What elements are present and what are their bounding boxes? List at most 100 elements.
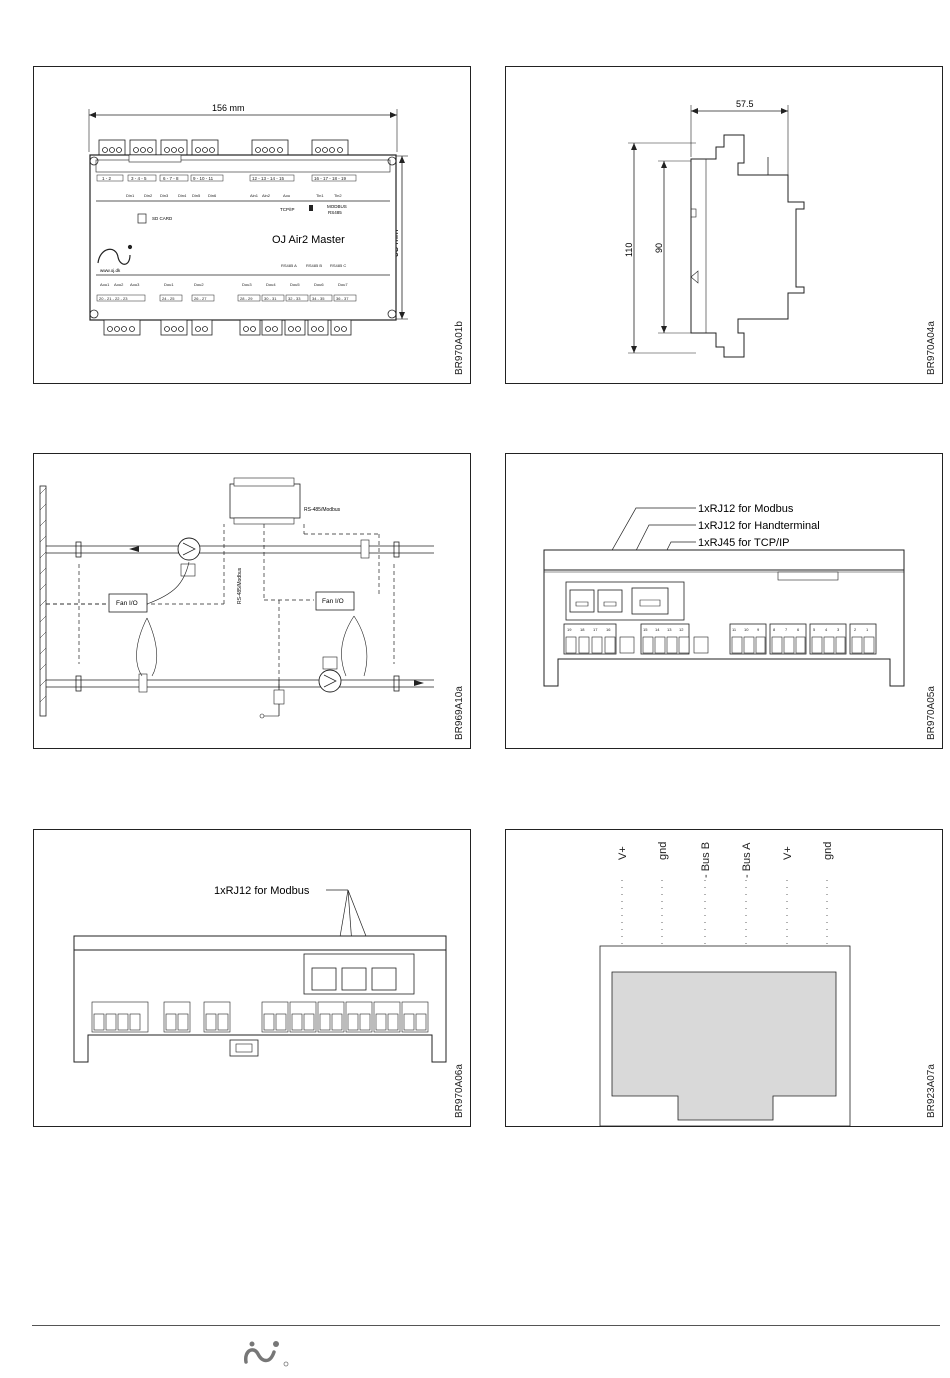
output-aou3: Aou3: [130, 282, 140, 287]
rj45-port-icon[interactable]: [631, 587, 669, 615]
terminal-19: 19: [567, 627, 572, 632]
pin-label-v-plus-1: V+: [617, 846, 629, 860]
terminals-bottom-3: 28 - 29: [240, 296, 253, 301]
terminal-3: 3: [837, 627, 840, 632]
panel-system-diagram: RS-485/Modbus Fan I/O Fan I/O RS-485/Mod…: [33, 453, 471, 749]
system-diagram-drawing: RS-485/Modbus Fan I/O Fan I/O RS-485/Mod…: [39, 477, 434, 719]
input-tin2: Tin2: [334, 193, 342, 198]
panel-bottom-ports: 1xRJ12 for Modbus 1xRJ12 for Handtermina…: [505, 453, 943, 749]
rj12-port-icon[interactable]: [311, 967, 337, 991]
panel-front-view: 156 mm 93 mm 1 - 2: [33, 66, 471, 384]
input-ain1: Ain1: [250, 193, 259, 198]
callout-tcpip: 1xRJ45 for TCP/IP: [698, 537, 790, 549]
terminal-15: 15: [643, 627, 648, 632]
terminal-6: 6: [797, 627, 800, 632]
bus-label-top: RS-485/Modbus: [304, 507, 341, 513]
pinout-drawing: V+ gnd - Bus B - Bus A V+ gnd: [599, 842, 851, 1126]
terminal-4: 4: [825, 627, 828, 632]
input-din2: Din2: [144, 193, 153, 198]
terminals-bottom-6: 34 - 35: [312, 296, 325, 301]
rs485-b-label: RS485 B: [306, 263, 322, 268]
device-body: [89, 154, 397, 321]
terminal-12: 12: [679, 627, 684, 632]
terminals-bottom-7: 36 - 37: [336, 296, 349, 301]
terminal-18: 18: [580, 627, 585, 632]
panel-rj12-pinout: V+ gnd - Bus B - Bus A V+ gnd BR923A07a: [505, 829, 943, 1127]
callout-modbus: 1xRJ12 for Modbus: [698, 503, 794, 515]
output-dou2: Dou2: [194, 282, 204, 287]
fan-label-1: Fan I/O: [116, 600, 138, 607]
bottom-connectors: [103, 319, 352, 336]
rj12-port-icon[interactable]: [569, 589, 595, 613]
modbus-label: MODBUS: [327, 204, 347, 209]
output-dou6: Dou6: [314, 282, 324, 287]
terminals-top-5: 16 - 17 - 18 - 19: [314, 176, 347, 181]
figure-code: BR970A01b: [454, 321, 465, 375]
input-aou: Aou: [283, 193, 290, 198]
figure-code: BR970A05a: [926, 686, 937, 740]
dim-width-text: 156 mm: [212, 103, 245, 113]
output-dou1: Dou1: [164, 282, 174, 287]
pump-icon: [318, 669, 342, 693]
pump-icon: [177, 537, 201, 561]
terminal-17: 17: [593, 627, 598, 632]
terminal-16: 16: [606, 627, 611, 632]
terminal-8: 8: [773, 627, 776, 632]
figure-code: BR923A07a: [926, 1064, 937, 1118]
dim-h2-text: 90: [654, 243, 664, 253]
rj12-connector-shape: [611, 971, 837, 1121]
terminal-10: 10: [744, 627, 749, 632]
terminal-2: 2: [854, 627, 857, 632]
terminal-13: 13: [667, 627, 672, 632]
rj12-port-icon[interactable]: [597, 589, 623, 613]
terminal-11: 11: [732, 627, 737, 632]
terminals-bottom-1: 24 - 25: [162, 296, 175, 301]
rj12-port-icon[interactable]: [341, 967, 367, 991]
panel-side-view: 57.5 110 90 BR970A04a: [505, 66, 943, 384]
bottom-ports-drawing: 1xRJ12 for Modbus 1xRJ12 for Handtermina…: [543, 503, 905, 687]
panel-modbus-ports: 1xRJ12 for Modbus BR970A06a: [33, 829, 471, 1127]
terminals-bottom-5: 32 - 33: [288, 296, 301, 301]
terminal-14: 14: [655, 627, 660, 632]
pin-label-bus-b: - Bus B: [700, 842, 712, 878]
sd-card-label: SD CARD: [152, 216, 173, 221]
terminals-bottom-2: 26 - 27: [194, 296, 207, 301]
output-aou1: Aou1: [100, 282, 110, 287]
input-din1: Din1: [126, 193, 135, 198]
fan-label-2: Fan I/O: [322, 598, 344, 605]
oj-logo-icon: [97, 244, 133, 265]
terminals-top-0: 1 - 2: [102, 176, 112, 181]
input-din4: Din4: [178, 193, 187, 198]
dim-depth-text: 57.5: [736, 99, 754, 109]
pin-label-v-plus-2: V+: [782, 846, 794, 860]
output-dou5: Dou5: [290, 282, 300, 287]
input-ain2: Ain2: [262, 193, 271, 198]
website-label: www.oj.dk: [100, 268, 121, 273]
callout-modbus: 1xRJ12 for Modbus: [214, 885, 310, 897]
modbus-ports-drawing: 1xRJ12 for Modbus: [73, 885, 447, 1063]
rs485-a-label: RS485 A: [281, 263, 297, 268]
rs485-label: RS485: [328, 210, 342, 215]
bus-label-vertical: RS-485/Modbus: [237, 567, 243, 604]
rj12-port-icon[interactable]: [371, 967, 397, 991]
pin-label-gnd-1: gnd: [657, 842, 669, 860]
terminals-top-3: 9 - 10 - 11: [193, 176, 214, 181]
terminals-top-1: 3 - 4 - 5: [131, 176, 147, 181]
side-view-drawing: 57.5 110 90: [624, 99, 805, 358]
input-din3: Din3: [160, 193, 169, 198]
callout-handterminal: 1xRJ12 for Handterminal: [698, 520, 820, 532]
product-name: OJ Air2 Master: [272, 234, 345, 246]
top-connectors: [98, 139, 349, 156]
figure-code: BR970A04a: [926, 321, 937, 375]
terminal-9: 9: [757, 627, 760, 632]
terminal-7: 7: [785, 627, 788, 632]
output-dou3: Dou3: [242, 282, 252, 287]
terminals-bottom-4: 30 - 31: [264, 296, 277, 301]
figure-code: BR969A10a: [454, 686, 465, 740]
output-dou7: Dou7: [338, 282, 348, 287]
rs485-c-label: RS485 C: [330, 263, 346, 268]
input-din6: Din6: [208, 193, 217, 198]
device-side-profile: [690, 134, 805, 358]
terminal-5: 5: [813, 627, 816, 632]
front-view-drawing: 156 mm 93 mm 1 - 2: [88, 103, 408, 336]
